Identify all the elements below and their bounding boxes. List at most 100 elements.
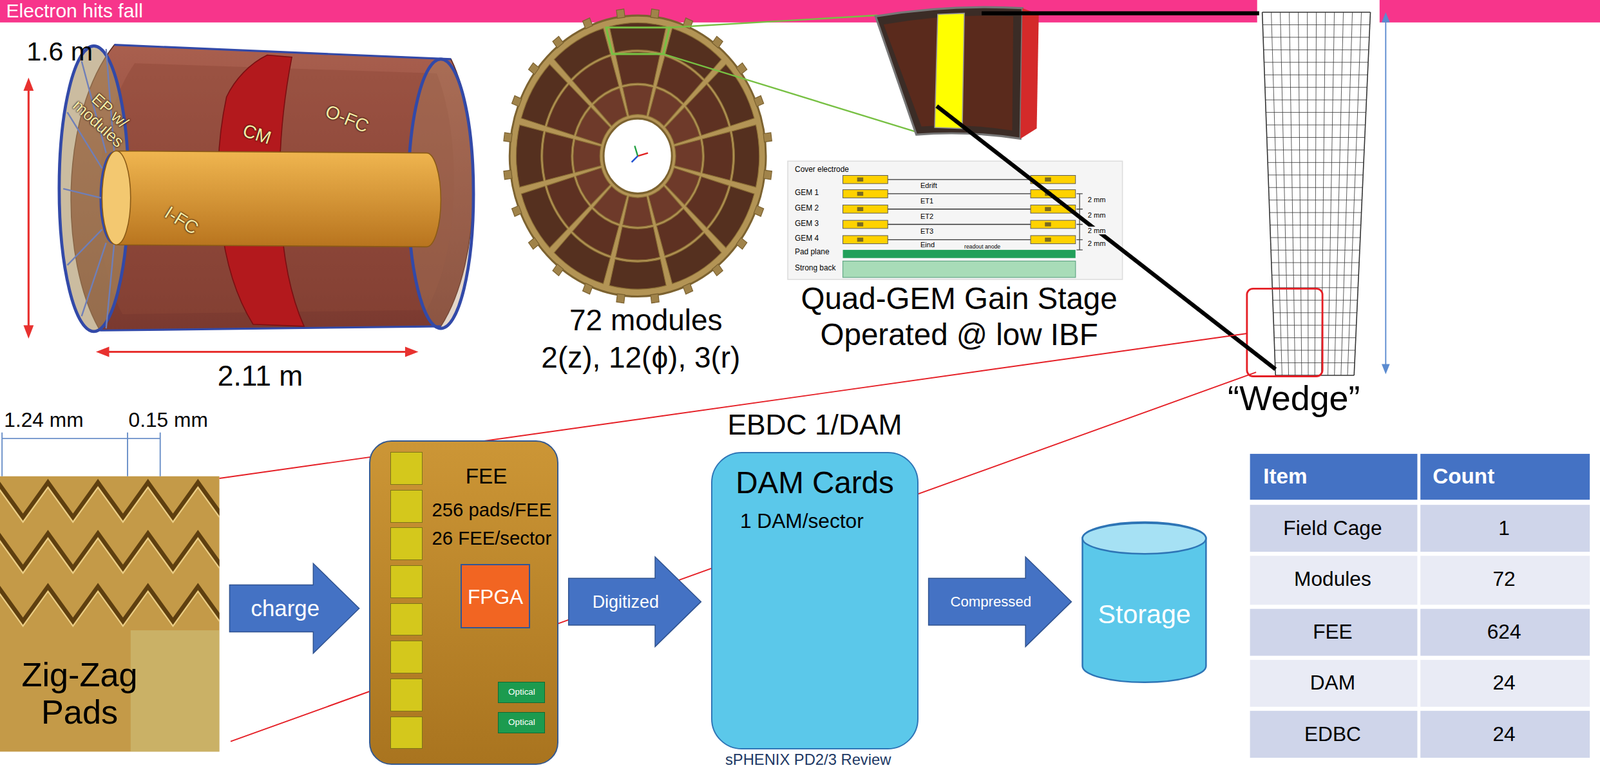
table-cell: DAM (1310, 671, 1356, 695)
pad-row-line (1273, 325, 1356, 326)
pad-row-line (1266, 137, 1365, 138)
frame-spacer (857, 207, 864, 212)
inner-field-cage (116, 150, 442, 247)
rim-tab (528, 237, 540, 250)
module-count: 72 modules (569, 303, 723, 338)
module-frame (875, 7, 1023, 139)
frame-spacer (1044, 177, 1052, 182)
span-arrow (1384, 20, 1387, 368)
rim-tab (616, 293, 625, 304)
axis (631, 155, 639, 163)
arrow-label: charge (250, 595, 320, 622)
rim-tab (512, 95, 522, 107)
table-header: Item (1263, 464, 1307, 489)
node-title: FPGA (467, 585, 524, 609)
dimension: 2.11 m (217, 359, 303, 393)
layer-name: GEM 3 (794, 219, 819, 229)
arrowhead (23, 325, 34, 339)
frame-spacer (1044, 207, 1052, 212)
field-name: ET1 (920, 197, 934, 206)
pad-column-line (1328, 12, 1335, 376)
arrowhead (1381, 364, 1391, 375)
pad-row-line (1275, 362, 1356, 364)
module-sector (707, 186, 755, 248)
wedge-caption: “Wedge” (1227, 378, 1361, 419)
cylinder-body (1082, 522, 1207, 683)
slide-title: Electron hits fall (6, 0, 143, 23)
inner-cage-end (101, 150, 131, 245)
fee-board: FEE256 pads/FEE26 FEE/sectorFPGAOpticalO… (369, 440, 558, 766)
rim-tab (753, 205, 764, 217)
input-connector (390, 678, 424, 712)
field-name: Eind (920, 240, 935, 250)
rim-tab (582, 18, 593, 29)
axis (634, 146, 638, 157)
table-cell: 24 (1492, 671, 1515, 695)
pad-photo-ground (0, 476, 220, 753)
frame-spacer (857, 191, 864, 196)
pad-row-line (1268, 174, 1363, 176)
pad-column-line (1307, 12, 1309, 376)
figure-ground (787, 161, 1123, 280)
table-cell: EDBC (1304, 722, 1362, 746)
frame-spacer (857, 237, 864, 242)
layer-name: Cover electrode (794, 165, 849, 175)
module-sector (665, 28, 722, 80)
rim-tab (616, 9, 625, 19)
disk-hole (603, 118, 672, 194)
title-bar (1379, 0, 1600, 23)
block-arrow (928, 557, 1072, 647)
module-sector (665, 233, 722, 285)
rim-tab (528, 63, 540, 75)
end-cap-disk (503, 9, 772, 304)
part-name: I-FC (161, 202, 203, 239)
pad-plane (843, 249, 1076, 259)
layer-name: GEM 2 (794, 204, 819, 214)
module-sector (516, 124, 544, 188)
module-sector (702, 132, 733, 181)
gap-dimension: 2 mm (1087, 226, 1106, 236)
rim-tab (763, 132, 772, 143)
gap-dimension: 2 mm (1087, 195, 1106, 205)
arrowhead (405, 347, 419, 358)
arrowhead (95, 347, 110, 358)
table-cell: 72 (1492, 567, 1515, 591)
module-sector (622, 85, 654, 116)
rim-tab (582, 283, 593, 295)
pad-row-line (1265, 86, 1367, 88)
module-sector (674, 139, 703, 173)
rim-tab (712, 36, 724, 48)
table-cell-ground (1420, 555, 1590, 605)
module-sector (573, 139, 601, 173)
photo-overlay (130, 630, 220, 753)
frame-spacer (857, 222, 864, 227)
layer-name: GEM 1 (794, 188, 819, 198)
pad-row-line (1273, 312, 1358, 314)
pad-row-line (1271, 262, 1360, 263)
outer-field-cage (70, 45, 474, 332)
table-cell-ground (1420, 609, 1590, 657)
zoom-line (981, 10, 1260, 15)
arrowhead (23, 77, 34, 91)
module-layout: 2(z), 12(ϕ), 3(r) (541, 340, 741, 375)
pad-image: Zig-Zag Pads (0, 476, 220, 753)
footer-note: sPHENIX PD2/3 Review (725, 752, 891, 768)
table-cell: 624 (1487, 620, 1522, 644)
wedge-pad-map (1262, 12, 1371, 376)
pad-row-line (1263, 36, 1370, 38)
cylinder-top (1082, 523, 1207, 555)
dimension: 1.24 mm (3, 408, 84, 432)
foil-frame (1030, 235, 1076, 245)
zig-zag-pattern (0, 482, 220, 627)
field-name: ET3 (920, 227, 934, 236)
layer-name: readout anode (964, 243, 1001, 250)
pad-row-line (1268, 187, 1363, 189)
node-title: Optical (508, 687, 536, 697)
storage-cylinder: Storage (1081, 522, 1208, 684)
module-sector (553, 28, 610, 80)
rim-tab (503, 132, 513, 143)
table-cell-ground (1420, 660, 1590, 708)
pad-column-line (1347, 12, 1362, 376)
node-detail: 256 pads/FEE (432, 499, 553, 522)
